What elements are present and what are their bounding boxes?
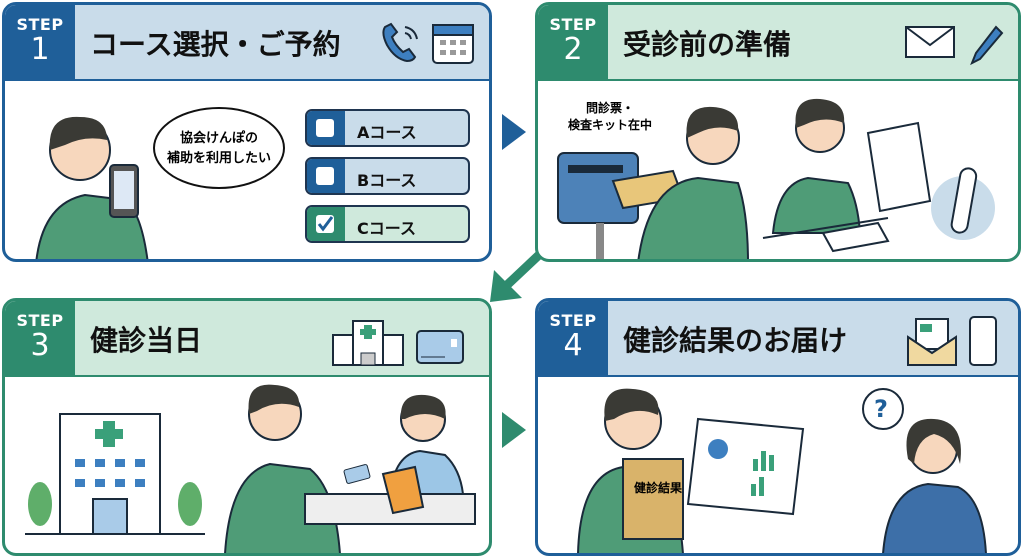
envelope-icon bbox=[905, 26, 955, 58]
hospital-reception-illustration bbox=[5, 379, 489, 553]
arrow-right-icon bbox=[502, 412, 526, 448]
mail-contents-note: 問診票・検査キット在中 bbox=[568, 101, 653, 132]
insurance-card-icon bbox=[416, 330, 464, 364]
step-title: 健診結果のお届け bbox=[623, 324, 848, 357]
mail-document-icon bbox=[907, 318, 957, 366]
phone-icon bbox=[382, 22, 418, 63]
question-mark: ? bbox=[874, 395, 888, 423]
step-title: 受診前の準備 bbox=[623, 28, 792, 61]
calendar-icon bbox=[432, 24, 474, 64]
arrow-right-icon bbox=[502, 114, 526, 150]
results-delivery-illustration bbox=[538, 379, 1018, 553]
course-option-b[interactable]: Bコース bbox=[305, 157, 470, 195]
smartphone-icon bbox=[969, 316, 997, 366]
speech-bubble: 協会けんぽの補助を利用したい bbox=[153, 107, 285, 189]
checkbox[interactable] bbox=[316, 119, 334, 137]
checkbox-checked[interactable] bbox=[316, 215, 334, 233]
course-option-a[interactable]: Aコース bbox=[305, 109, 470, 147]
arrow-down-left-icon bbox=[490, 250, 544, 302]
mailbox-and-person-illustration bbox=[538, 83, 1018, 259]
step-title: 健診当日 bbox=[90, 324, 203, 357]
pen-icon bbox=[970, 25, 1004, 66]
person-with-phone-illustration bbox=[5, 83, 489, 259]
check-icon bbox=[317, 216, 334, 232]
step-title: コース選択・ご予約 bbox=[90, 28, 341, 61]
results-envelope-label: 健診結果 bbox=[634, 481, 683, 495]
checkbox[interactable] bbox=[316, 167, 334, 185]
hospital-icon bbox=[332, 320, 404, 366]
course-option-c[interactable]: Cコース bbox=[305, 205, 470, 243]
